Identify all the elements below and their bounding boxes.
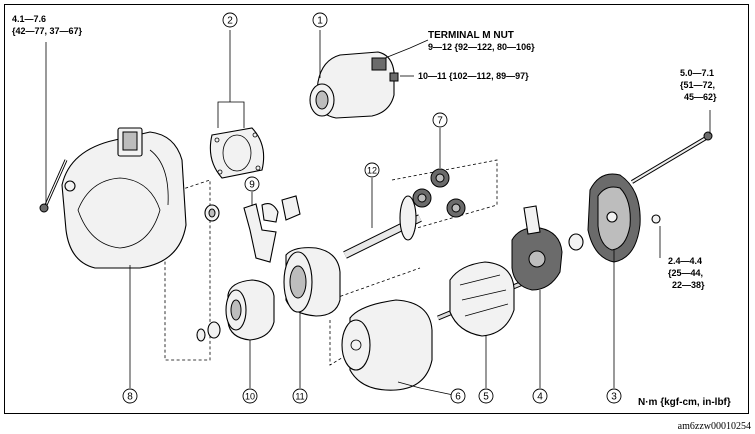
part-drive-lever (243, 195, 301, 263)
screw-torque-line2: {25—44, (668, 268, 703, 278)
svg-text:7: 7 (437, 116, 443, 127)
part-overrunning-clutch (196, 279, 275, 342)
part-internal-gear-housing (283, 247, 341, 317)
figure-id: am6zzw00010254 (677, 421, 751, 432)
part-planetary-gears (412, 168, 466, 218)
callout-3: 3 (606, 388, 622, 404)
svg-text:10: 10 (245, 392, 255, 402)
part-rear-cover (587, 173, 661, 263)
svg-text:3: 3 (611, 392, 617, 403)
svg-text:6: 6 (455, 392, 461, 403)
svg-text:12: 12 (367, 166, 377, 176)
svg-text:5: 5 (483, 392, 489, 403)
screw-torque-line1: 2.4—4.4 (668, 256, 702, 266)
callout-5: 5 (478, 388, 494, 404)
part-bushing (204, 204, 220, 222)
terminal-m-nut-title: TERMINAL M NUT (428, 30, 514, 41)
svg-text:11: 11 (295, 392, 304, 402)
part-yoke (341, 299, 433, 391)
part-pinion-shaft (343, 195, 422, 259)
svg-text:4: 4 (537, 392, 543, 403)
torque-labels: 4.1—7.6 {42—77, 37—67} TERMINAL M NUT 9—… (12, 14, 731, 408)
through-bolt-torque-line3: 45—62} (684, 92, 717, 102)
part-mounting-bolt (39, 159, 68, 213)
callout-12: 12 (364, 162, 380, 178)
torque-label-bolt-line2: {42—77, 37—67} (12, 26, 83, 36)
svg-text:9: 9 (249, 180, 255, 191)
callout-1: 1 (312, 12, 328, 28)
leader-lines (45, 30, 711, 397)
part-through-bolt (630, 131, 713, 184)
part-gasket (209, 101, 265, 179)
svg-text:8: 8 (127, 392, 133, 403)
solenoid-nut-torque: 10—11 {102—112, 89—97} (418, 71, 529, 81)
callout-11: 11 (292, 388, 308, 404)
units-legend: N·m {kgf-cm, in-lbf} (638, 397, 731, 408)
callout-6: 6 (450, 388, 466, 404)
assembly-guide-lines (164, 159, 498, 366)
callout-9: 9 (244, 176, 260, 192)
part-armature (437, 261, 531, 337)
part-magnetic-switch (309, 51, 399, 119)
screw-torque-line3: 22—38} (672, 280, 705, 290)
callout-7: 7 (432, 112, 448, 128)
svg-text:2: 2 (227, 16, 233, 27)
through-bolt-torque-line1: 5.0—7.1 (680, 68, 714, 78)
through-bolt-torque-line2: {51—72, (680, 80, 715, 90)
torque-label-bolt-line1: 4.1—7.6 (12, 14, 46, 24)
diagram-frame (4, 4, 749, 414)
callout-4: 4 (532, 388, 548, 404)
callouts: 1 2 3 4 5 6 7 8 9 10 11 12 (122, 12, 622, 404)
terminal-m-nut-torque: 9—12 {92—122, 80—106} (428, 42, 535, 52)
part-front-housing (61, 127, 187, 269)
svg-text:1: 1 (317, 16, 323, 27)
callout-8: 8 (122, 388, 138, 404)
part-brush-holder (511, 205, 584, 291)
callout-2: 2 (222, 12, 238, 28)
callout-10: 10 (242, 388, 258, 404)
